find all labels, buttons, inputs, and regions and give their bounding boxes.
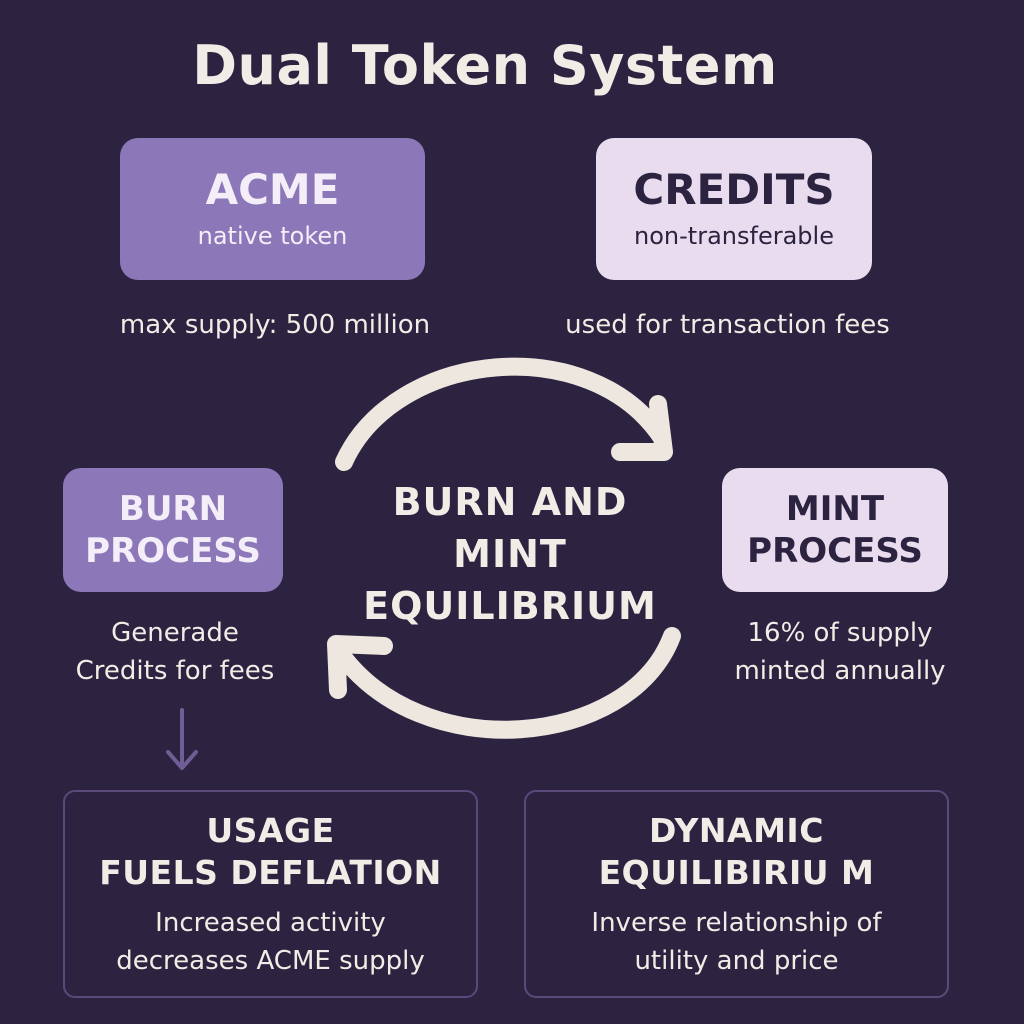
dynamic-desc-line1: Inverse relationship of <box>591 908 882 938</box>
dynamic-title: DYNAMIC EQUILIBIRIU M <box>526 810 947 894</box>
usage-description: Increased activity decreases ACME supply <box>65 904 476 980</box>
cycle-label-line3: EQUILIBRIUM <box>363 584 657 628</box>
dynamic-description: Inverse relationship of utility and pric… <box>526 904 947 980</box>
mint-process-box: MINT PROCESS <box>722 468 948 592</box>
burn-caption-line2: Credits for fees <box>75 656 275 686</box>
arrow-down-icon <box>166 708 198 770</box>
acme-token-name: ACME <box>205 164 340 214</box>
curved-arrow-counterclockwise-icon <box>327 627 681 739</box>
burn-caption-line1: Generade <box>111 618 239 648</box>
cycle-label: BURN AND MINT EQUILIBRIUM <box>340 476 680 632</box>
credits-caption: used for transaction fees <box>565 310 890 340</box>
dynamic-title-line2: EQUILIBIRIU M <box>598 853 875 892</box>
acme-token-box: ACME native token <box>120 138 425 280</box>
burn-process-line2: PROCESS <box>85 531 261 571</box>
usage-title-line1: USAGE <box>206 811 335 850</box>
usage-title-line2: FUELS DEFLATION <box>99 853 442 892</box>
usage-fuels-deflation-box: USAGE FUELS DEFLATION Increased activity… <box>63 790 478 998</box>
dynamic-equilibrium-box: DYNAMIC EQUILIBIRIU M Inverse relationsh… <box>524 790 949 998</box>
mint-caption: 16% of supply minted annually <box>705 614 975 690</box>
credits-token-name: CREDITS <box>633 164 835 214</box>
cycle-label-line1: BURN AND <box>392 480 628 524</box>
mint-process-line2: PROCESS <box>747 531 923 571</box>
credits-token-box: CREDITS non-transferable <box>596 138 872 280</box>
usage-desc-line1: Increased activity <box>155 908 386 938</box>
credits-token-subtitle: non-transferable <box>634 222 834 251</box>
burn-caption: Generade Credits for fees <box>40 614 310 690</box>
burn-process-line1: BURN <box>118 489 228 529</box>
cycle-label-line2: MINT <box>453 532 567 576</box>
acme-caption: max supply: 500 million <box>119 310 431 340</box>
dynamic-title-line1: DYNAMIC <box>649 811 824 850</box>
page-title: Dual Token System <box>192 34 778 97</box>
acme-token-subtitle: native token <box>197 222 348 251</box>
usage-desc-line2: decreases ACME supply <box>116 946 425 976</box>
usage-title: USAGE FUELS DEFLATION <box>65 810 476 894</box>
dynamic-desc-line2: utility and price <box>634 946 839 976</box>
mint-caption-line2: minted annually <box>734 656 946 686</box>
mint-caption-line1: 16% of supply <box>747 618 933 648</box>
curved-arrow-clockwise-icon <box>335 357 673 471</box>
mint-process-line1: MINT <box>785 489 885 529</box>
burn-process-box: BURN PROCESS <box>63 468 283 592</box>
